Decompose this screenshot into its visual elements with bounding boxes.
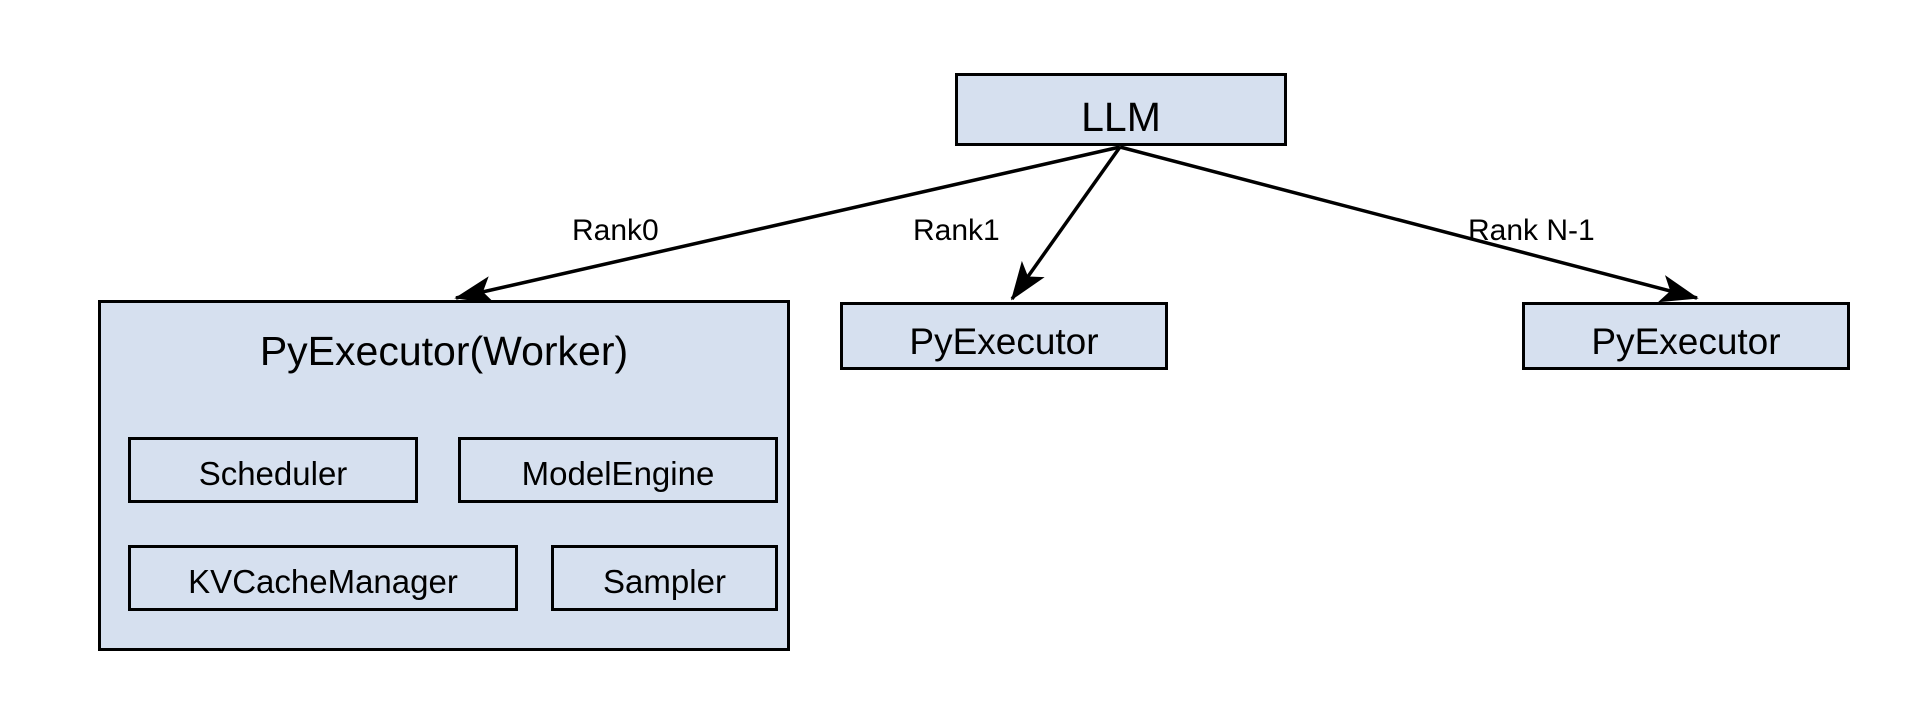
- edge-llm-to-executor-rank1: [1010, 145, 1122, 301]
- node-kv-cache-manager-label: KVCacheManager: [188, 563, 458, 600]
- node-pyexecutor-worker-label: PyExecutor(Worker): [259, 328, 629, 374]
- node-llm[interactable]: LLM: [955, 73, 1287, 146]
- node-pyexecutor-worker[interactable]: PyExecutor(Worker) Scheduler ModelEngine…: [98, 300, 790, 651]
- node-sampler[interactable]: Sampler: [551, 545, 778, 611]
- node-model-engine[interactable]: ModelEngine: [458, 437, 778, 503]
- node-scheduler[interactable]: Scheduler: [128, 437, 418, 503]
- node-pyexecutor-rank1[interactable]: PyExecutor: [840, 302, 1168, 370]
- node-scheduler-label: Scheduler: [198, 455, 348, 492]
- node-llm-label: LLM: [1081, 94, 1161, 140]
- edge-llm-to-executor-rankn: [1119, 145, 1699, 303]
- node-pyexecutor-rank1-label: PyExecutor: [909, 321, 1099, 362]
- node-pyexecutor-rank-n-1-label: PyExecutor: [1591, 321, 1781, 362]
- node-sampler-label: Sampler: [603, 563, 726, 600]
- edge-llm-to-worker: [454, 145, 1121, 304]
- node-kv-cache-manager[interactable]: KVCacheManager: [128, 545, 518, 611]
- node-model-engine-label: ModelEngine: [521, 455, 715, 492]
- edge-label-rank0: Rank0: [572, 214, 659, 247]
- node-pyexecutor-rank-n-1[interactable]: PyExecutor: [1522, 302, 1850, 370]
- edge-label-rank-n-1: Rank N-1: [1468, 214, 1595, 247]
- edge-label-rank1: Rank1: [913, 214, 1000, 247]
